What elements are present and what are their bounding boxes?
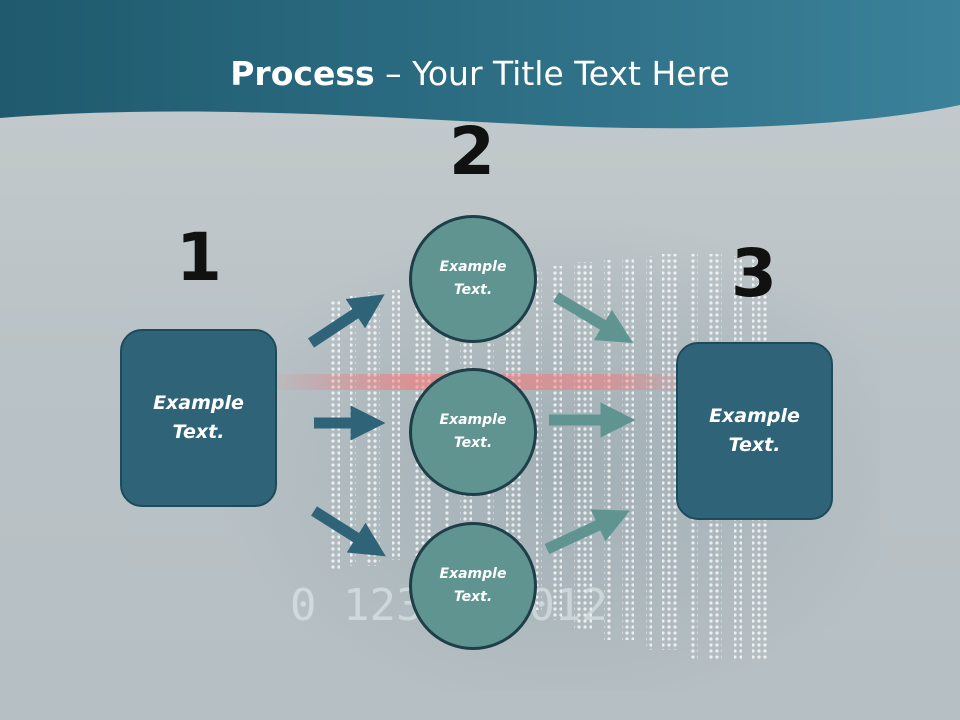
- barcode-bar: [604, 260, 612, 640]
- end-box: Example Text.: [676, 342, 833, 520]
- barcode-bar: [646, 256, 652, 650]
- process-circle-top: Example Text.: [409, 215, 537, 343]
- process-circle-bottom: Example Text.: [409, 522, 537, 650]
- step-number-3: 3: [731, 235, 777, 312]
- slide-title: Process – Your Title Text Here: [0, 50, 960, 98]
- title-rest: – Your Title Text Here: [374, 54, 730, 93]
- start-box: Example Text.: [120, 329, 277, 507]
- barcode-bar: [662, 254, 678, 650]
- barcode-bar: [552, 266, 562, 620]
- step-number-2: 2: [449, 113, 495, 190]
- arrow-to-circle-top: [307, 294, 385, 348]
- circle-top-label: Example Text.: [439, 259, 507, 298]
- step-number-1: 1: [176, 219, 222, 296]
- barcode-bar: [330, 300, 340, 570]
- process-circle-middle: Example Text.: [409, 368, 537, 496]
- arrow-from-circle-bottom: [544, 509, 630, 554]
- barcode-bar: [536, 268, 542, 610]
- barcode-bar: [622, 258, 634, 640]
- circle-middle-label: Example Text.: [439, 412, 507, 451]
- end-box-label: Example Text.: [709, 405, 800, 456]
- arrow-to-circle-bottom: [311, 506, 386, 557]
- circle-bottom-label: Example Text.: [439, 566, 507, 605]
- title-bold: Process: [230, 54, 375, 93]
- barcode-bar: [392, 290, 400, 560]
- start-box-label: Example Text.: [153, 392, 244, 443]
- arrow-from-circle-top: [553, 292, 634, 344]
